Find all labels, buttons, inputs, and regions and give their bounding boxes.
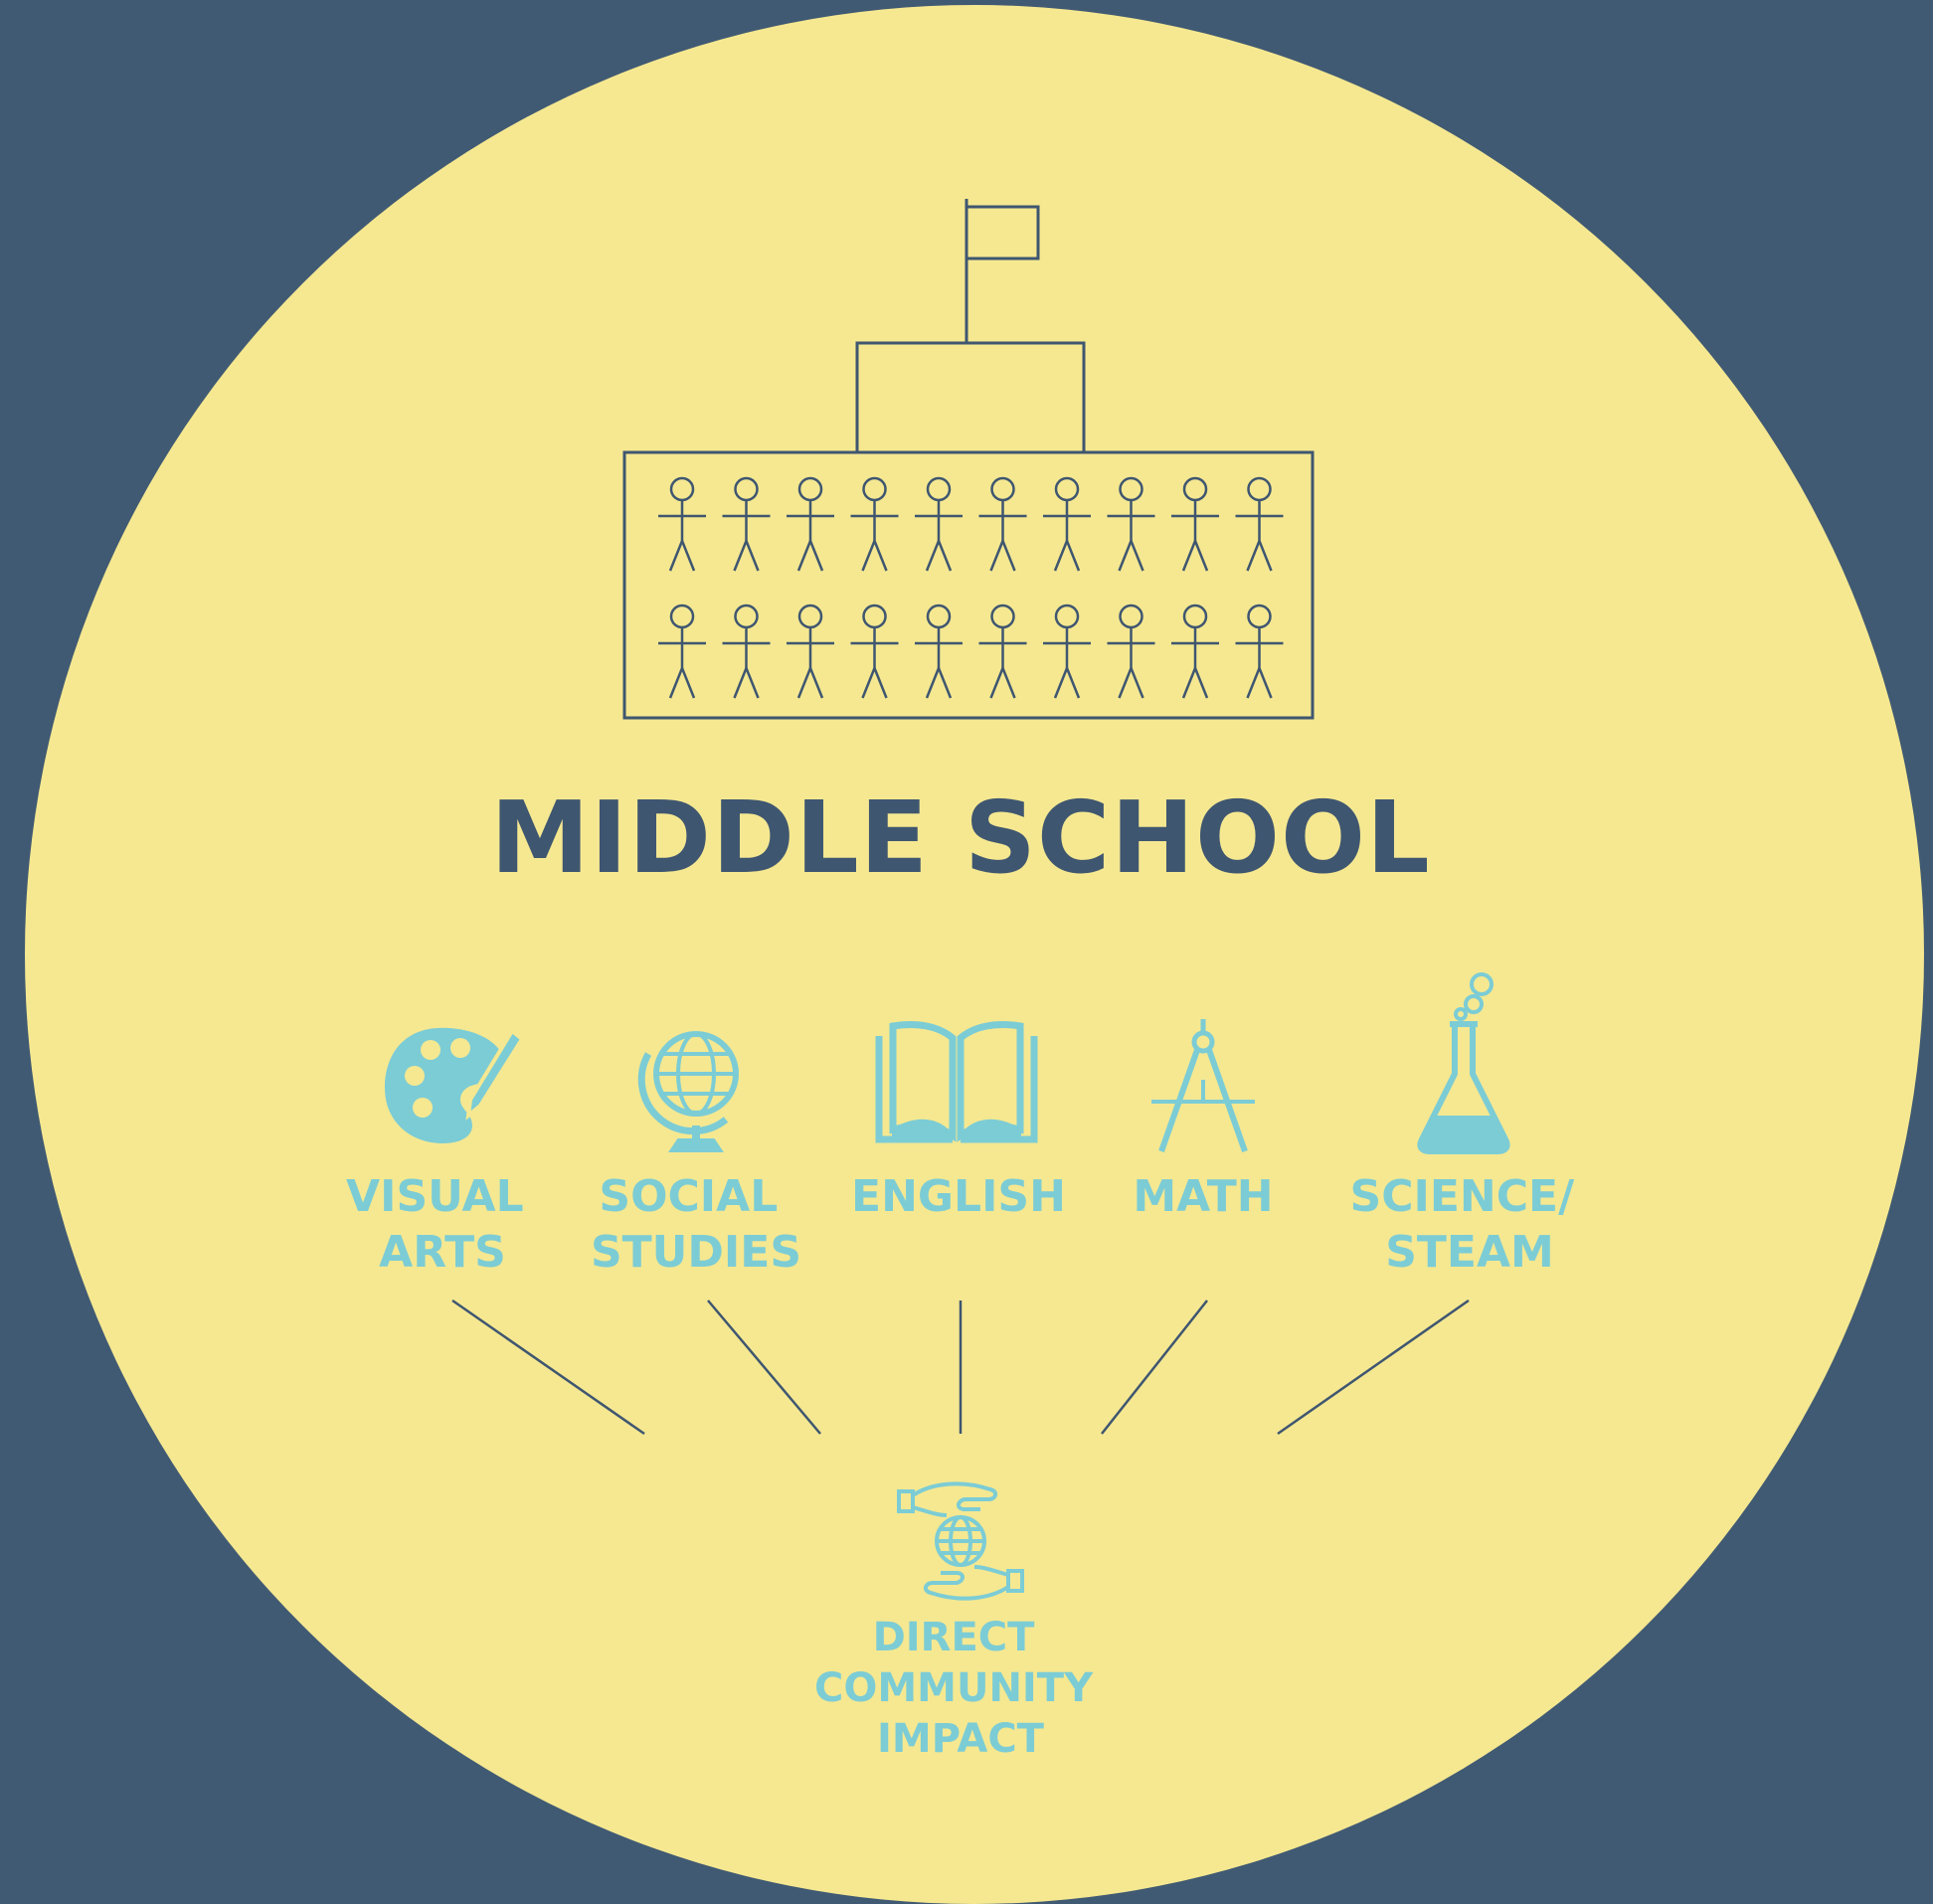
student-figure-icon (850, 476, 899, 572)
subject-label-math: MATH (1133, 1171, 1273, 1222)
student-figure-icon (1235, 604, 1284, 699)
student-figure-icon (915, 604, 963, 699)
book-icon (875, 1021, 1038, 1143)
subject-label-visual-arts: VISUAL ARTS (346, 1171, 539, 1278)
student-figure-icon (1171, 604, 1219, 699)
compass-icon (1151, 1019, 1255, 1152)
student-figure-icon (787, 604, 834, 699)
student-figure-icon (1171, 476, 1219, 572)
page-title: MIDDLE SCHOOL (490, 779, 1430, 896)
student-figure-icon (722, 476, 771, 572)
student-figure-icon (1107, 604, 1155, 699)
connector-line-social-studies (707, 1299, 821, 1435)
subject-label-english: ENGLISH (851, 1171, 1066, 1222)
student-figure-icon (978, 604, 1027, 699)
student-figure-icon (722, 604, 771, 699)
student-figure-icon (978, 476, 1027, 572)
hands-globe-icon (897, 1481, 1024, 1601)
background-circle (25, 5, 1924, 1904)
student-figure-icon (1107, 476, 1155, 572)
student-figure-icon (850, 604, 899, 699)
connector-line-science-steam (1277, 1298, 1470, 1436)
outcome-label: DIRECT COMMUNITY IMPACT (814, 1615, 1107, 1762)
palette-icon (385, 1027, 525, 1143)
student-figure-icon (915, 476, 963, 572)
connector-line-math (1101, 1299, 1208, 1435)
connector-line-visual-arts (451, 1298, 645, 1436)
subject-label-social-studies: SOCIAL STUDIES (591, 1171, 801, 1278)
school-building-icon (622, 199, 1315, 720)
student-figure-icon (1043, 604, 1091, 699)
student-figure-icon (1043, 476, 1091, 572)
student-figure-icon (787, 476, 834, 572)
student-figure-icon (658, 604, 706, 699)
student-figure-icon (658, 476, 706, 572)
student-figure-icon (1235, 476, 1284, 572)
students-group (658, 476, 1284, 699)
flask-icon (1417, 972, 1510, 1154)
globe-icon (637, 1031, 739, 1152)
subject-label-science-steam: SCIENCE/ STEAM (1350, 1171, 1590, 1278)
